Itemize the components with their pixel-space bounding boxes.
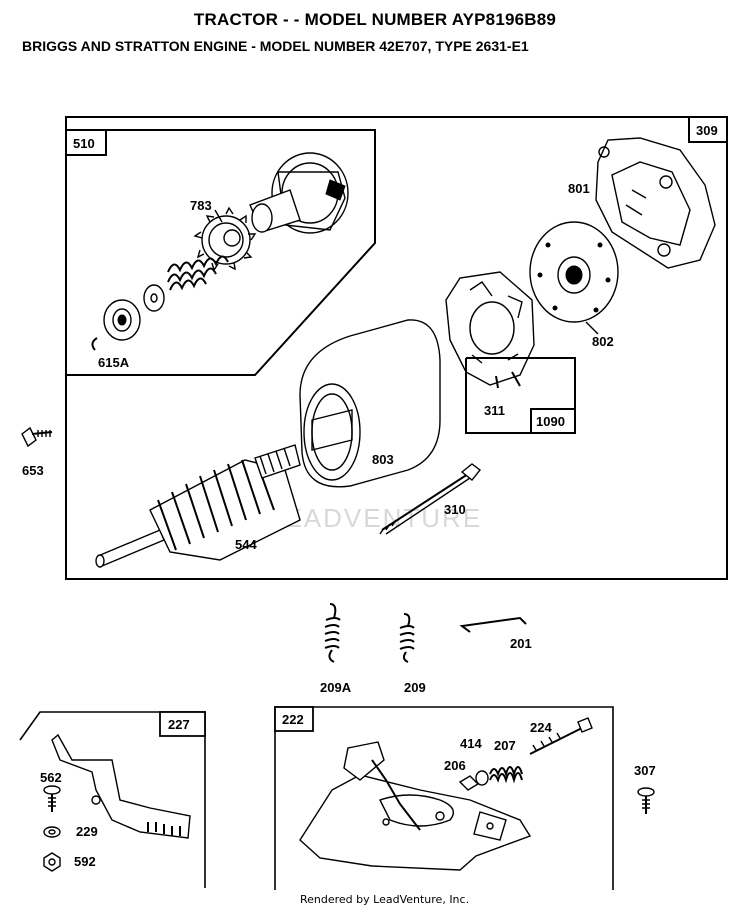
footer-credit: Rendered by LeadVenture, Inc.: [300, 893, 470, 906]
nut-592-part: [43, 852, 61, 872]
part-label-801: 801: [568, 181, 590, 196]
box-label-510: 510: [73, 136, 95, 151]
part-label-803: 803: [372, 452, 394, 467]
leader-783: [214, 209, 223, 223]
diagram-title: TRACTOR - - MODEL NUMBER AYP8196B89: [193, 10, 557, 29]
control-bracket-box: 222: [274, 706, 614, 890]
drive-pinion-part: [249, 152, 349, 234]
link-rod-part: [459, 616, 527, 633]
box-label-309: 309: [696, 123, 718, 138]
part-label-201: 201: [510, 636, 532, 651]
part-label-544: 544: [235, 537, 257, 552]
part-label-224: 224: [530, 720, 552, 735]
part-label-207: 207: [494, 738, 516, 753]
screw-224-part: [529, 717, 593, 755]
spring-209a-part: [324, 603, 341, 663]
box-label-1090: 1090: [536, 414, 565, 429]
through-bolt-part: [379, 463, 481, 535]
part-label-414: 414: [460, 736, 482, 751]
drive-washer-part: [143, 284, 165, 312]
control-bracket-part: [299, 741, 532, 871]
part-label-802: 802: [592, 334, 614, 349]
end-cap-part: [595, 137, 716, 269]
brush-holder-part: [445, 271, 535, 389]
part-label-209a: 209A: [320, 680, 352, 695]
diagram-subtitle: BRIGGS AND STRATTON ENGINE - MODEL NUMBE…: [22, 38, 529, 54]
part-label-311: 311: [484, 403, 505, 418]
retaining-ring-part: [91, 337, 98, 351]
spring-207-part: [489, 766, 523, 784]
screw-307-part: [637, 787, 655, 814]
drive-kit-box: 510: [65, 129, 376, 376]
pinion-gear-part: [193, 206, 257, 272]
nut-414-part: [475, 770, 489, 786]
box-label-227: 227: [168, 717, 190, 732]
part-label-206: 206: [444, 758, 466, 773]
brush-kit-box: 1090: [465, 357, 576, 434]
part-label-615a: 615A: [98, 355, 130, 370]
watermark: LEADVENTURE: [268, 503, 482, 533]
spring-209-part: [399, 613, 415, 663]
part-label-209: 209: [404, 680, 426, 695]
part-label-310: 310: [444, 502, 466, 517]
armature-part: [95, 444, 301, 568]
end-plate-part: [529, 221, 619, 323]
drive-spring-part: [167, 255, 229, 291]
part-label-562: 562: [40, 770, 62, 785]
part-label-592: 592: [74, 854, 96, 869]
box-label-222: 222: [282, 712, 304, 727]
stop-nut-part: [103, 299, 141, 341]
screw-562-part: [43, 785, 61, 812]
washer-206-part: [458, 775, 480, 791]
bolt-653-part: [21, 426, 53, 448]
governor-plate-box: 227: [19, 711, 206, 888]
part-label-229: 229: [76, 824, 98, 839]
leader-802: [585, 321, 599, 335]
starter-housing-part: [299, 319, 441, 488]
part-label-653: 653: [22, 463, 44, 478]
part-label-783: 783: [190, 198, 212, 213]
part-label-307: 307: [634, 763, 656, 778]
governor-plate-part: [51, 733, 191, 839]
washer-229-part: [43, 826, 61, 838]
